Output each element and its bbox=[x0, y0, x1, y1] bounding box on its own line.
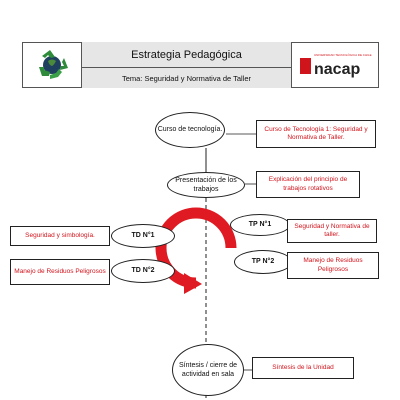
rotation-arrowhead bbox=[184, 273, 202, 294]
tp2-note: Manejo de Residuos Peligrosos bbox=[287, 252, 379, 279]
synthesis-note: Síntesis de la Unidad bbox=[252, 357, 354, 379]
brand-logo-graphic: UNIVERSIDAD TECNOLÓGICA DE CHILE nacap bbox=[299, 52, 372, 78]
page-subtitle: Tema: Seguridad y Normativa de Taller bbox=[82, 68, 292, 88]
course-note: Curso de Tecnología 1: Seguridad y Norma… bbox=[256, 120, 376, 148]
td2-note: Manejo de Residuos Peligrosos bbox=[10, 259, 110, 285]
page-title: Estrategia Pedagógica bbox=[82, 42, 292, 68]
recycle-logo bbox=[22, 42, 82, 88]
synthesis-node: Síntesis / cierre de actividad en sala bbox=[172, 344, 244, 396]
course-node: Curso de tecnología. bbox=[155, 112, 225, 148]
brand-logo: UNIVERSIDAD TECNOLÓGICA DE CHILE nacap bbox=[292, 42, 379, 88]
tp2-node: TP N°2 bbox=[234, 250, 292, 274]
brand-name: nacap bbox=[314, 61, 360, 78]
rotation-arrow bbox=[155, 207, 237, 289]
td1-note: Seguridad y simbología. bbox=[10, 226, 110, 246]
recycle-icon bbox=[39, 50, 68, 79]
tp1-node: TP N°1 bbox=[230, 214, 290, 236]
brand-tagline: UNIVERSIDAD TECNOLÓGICA DE CHILE bbox=[314, 52, 372, 57]
td2-node: TD N°2 bbox=[111, 259, 175, 283]
presentation-note: Explicación del principio de trabajos ro… bbox=[256, 171, 360, 198]
td1-node: TD N°1 bbox=[111, 224, 175, 248]
tp1-note: Seguridad y Normativa de taller. bbox=[287, 219, 377, 243]
presentation-node: Presentación de los trabajos bbox=[167, 172, 245, 198]
